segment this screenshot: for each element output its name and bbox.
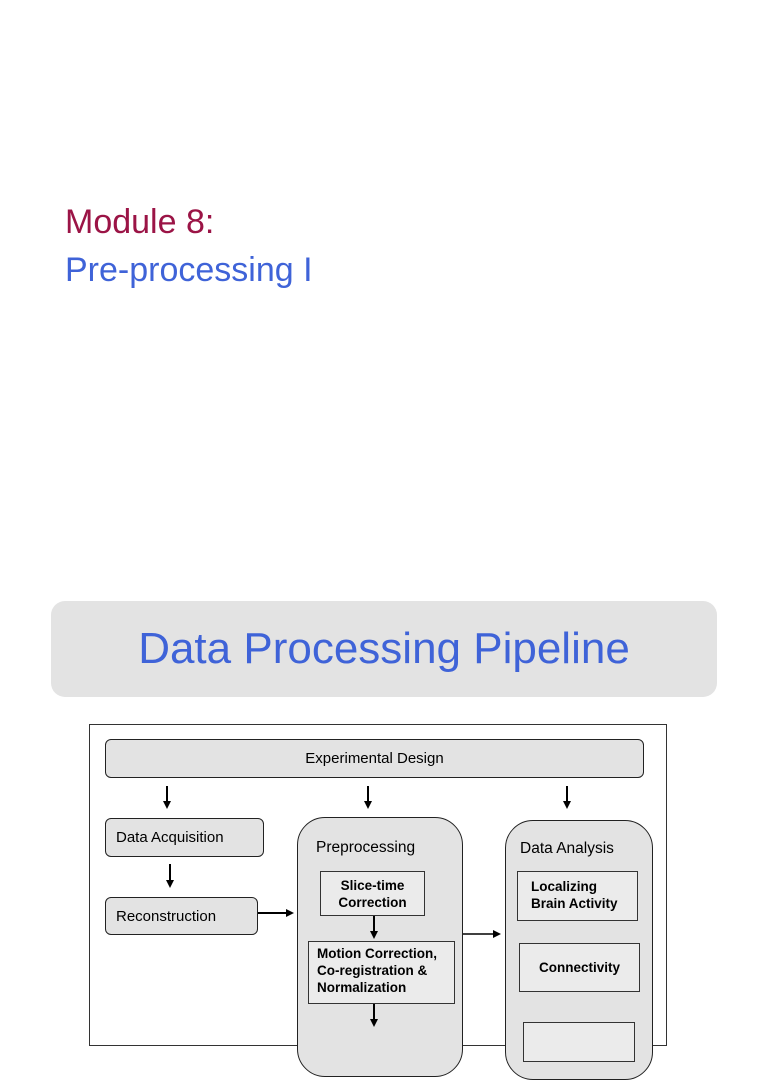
slide-title-banner: Data Processing Pipeline — [51, 601, 717, 697]
module-title: Pre-processing I — [65, 251, 313, 289]
data-acquisition-label: Data Acquisition — [116, 829, 224, 846]
preprocessing-title: Preprocessing — [316, 839, 416, 856]
experimental-design-box: Experimental Design — [105, 739, 644, 778]
connectivity-label: Connectivity — [538, 960, 620, 975]
slice-time-correction-box: Slice-time Correction — [320, 871, 425, 916]
arrows-layer — [163, 786, 571, 1027]
reconstruction-label: Reconstruction — [116, 907, 217, 925]
localizing-label-line2: Brain Activity — [531, 896, 618, 911]
slice-time-label-line1: Slice-time — [340, 878, 405, 893]
localizing-brain-activity-box: Localizing Brain Activity — [517, 871, 638, 921]
reconstruction-box: Reconstruction — [105, 897, 258, 935]
motion-label-line1: Motion Correction, — [317, 946, 437, 961]
data-acquisition-box: Data Acquisition — [105, 818, 264, 857]
motion-correction-box: Motion Correction, Co-registration & Nor… — [308, 941, 455, 1004]
motion-label-line2: Co-registration & — [317, 963, 428, 978]
experimental-design-label: Experimental Design — [305, 750, 444, 767]
data-analysis-title: Data Analysis — [520, 840, 614, 857]
slide-title: Data Processing Pipeline — [138, 624, 630, 673]
pipeline-diagram: Experimental Design Data Acquisition Rec… — [89, 724, 667, 1080]
localizing-label-line1: Localizing — [531, 879, 598, 894]
motion-label-line3: Normalization — [317, 980, 407, 995]
slice-time-label-line2: Correction — [338, 895, 407, 910]
module-number: Module 8: — [65, 203, 215, 241]
connectivity-box: Connectivity — [519, 943, 640, 992]
